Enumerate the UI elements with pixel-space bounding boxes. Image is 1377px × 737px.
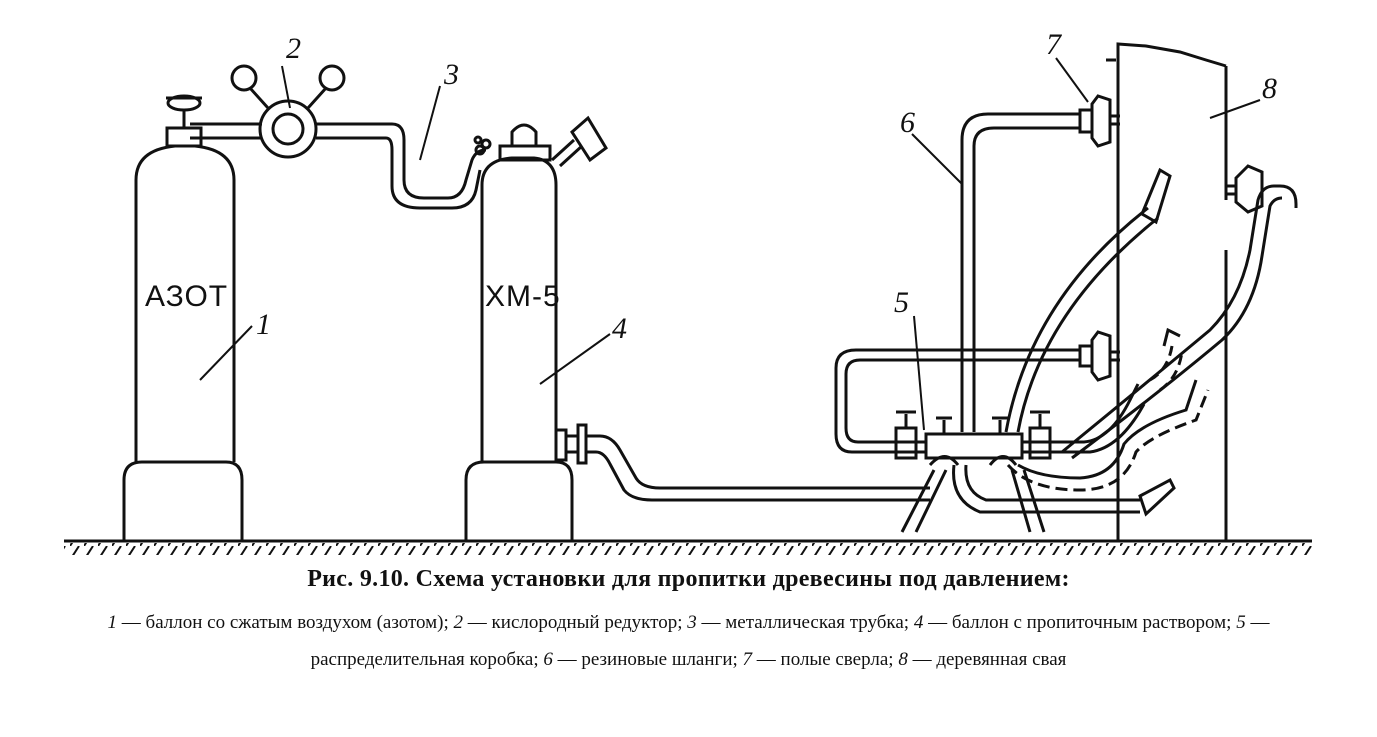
legend-num-5: 5 (1236, 612, 1246, 633)
callout-lines (199, 57, 1261, 431)
label-6: 6 (900, 106, 915, 139)
impregnant-cylinder (464, 115, 608, 541)
legend-num-8: 8 (898, 649, 908, 670)
label-1: 1 (256, 308, 271, 341)
ground (64, 539, 1312, 555)
impregnant-cylinder-text: ХМ-5 (485, 280, 561, 313)
label-4: 4 (612, 312, 627, 345)
legend-num-1: 1 (107, 612, 118, 633)
legend-text-2: — кислородный редуктор; (463, 612, 688, 633)
legend-text-4: — баллон с пропиточным раствором; (923, 612, 1237, 633)
legend-num-7: 7 (742, 649, 753, 670)
legend-text-5: — распределительная коробка; (310, 612, 1270, 670)
nitrogen-cylinder (122, 94, 244, 541)
label-8: 8 (1262, 72, 1277, 105)
figure-caption-legend: 1 — баллон со сжатым воздухом (азотом); … (0, 604, 1377, 678)
label-7: 7 (1046, 28, 1063, 61)
label-2: 2 (286, 32, 301, 65)
legend-num-4: 4 (913, 612, 924, 633)
legend-num-2: 2 (453, 612, 464, 633)
legend-text-7: — полые сверла; (752, 649, 899, 670)
legend-num-3: 3 (687, 612, 697, 633)
label-5: 5 (894, 286, 909, 319)
feed-pipe (586, 434, 930, 502)
legend-text-3: — металлическая трубка; (696, 612, 914, 633)
legend-text-8: — деревянная свая (907, 649, 1067, 670)
oxygen-reducer (190, 64, 346, 159)
metal-tube (316, 122, 492, 210)
rubber-hoses (834, 112, 1298, 517)
hollow-drills (1078, 94, 1264, 382)
label-3: 3 (443, 58, 459, 91)
nitrogen-cylinder-text: АЗОТ (145, 280, 228, 313)
legend-text-1: — баллон со сжатым воздухом (азотом); (117, 612, 454, 633)
legend-text-6: — резиновые шланги; (552, 649, 743, 670)
legend-num-6: 6 (543, 649, 553, 670)
figure-caption-title: Рис. 9.10. Схема установки для пропитки … (307, 566, 1070, 592)
wooden-pile (1106, 42, 1228, 541)
